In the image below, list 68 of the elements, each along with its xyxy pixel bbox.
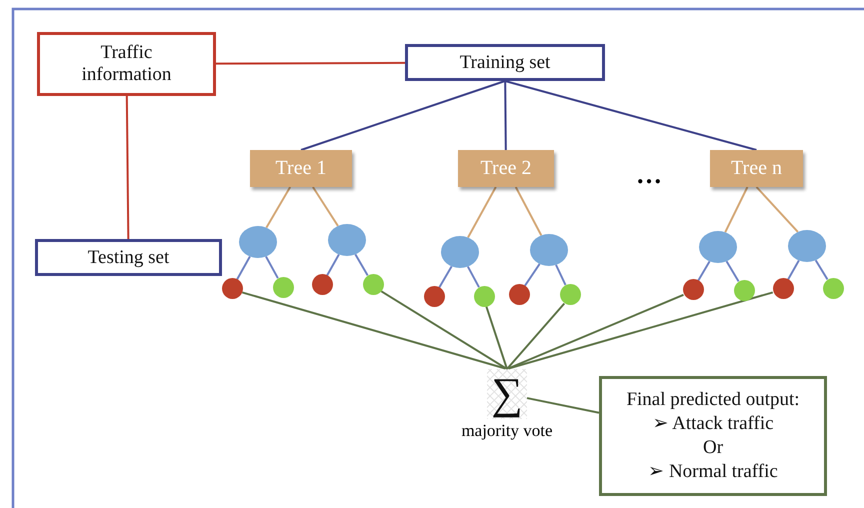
split-node [328,224,366,256]
node-text: Traffic information [80,42,172,86]
leaf-node [272,277,294,298]
connector-line [466,266,480,288]
node-text: Tree 1 [276,157,326,180]
node-text: Final predicted output: [626,389,800,412]
connector-line [698,260,710,281]
connector-line [814,260,828,280]
leaf-node [474,286,494,307]
leaf-node [222,278,242,299]
connector-line [555,264,566,286]
connector-line [726,260,740,282]
connector-line [506,291,774,370]
connector-line [506,294,684,370]
connector-line [514,186,542,236]
leaf-node [682,279,704,300]
connector-line [506,302,566,370]
connector-line [485,306,508,370]
connector-line [265,256,279,279]
node-text: Training set [460,52,550,74]
connector-line [524,263,540,286]
text-box [37,32,216,96]
leaf-node [312,274,332,295]
connector-line [236,256,251,280]
connector-line [504,80,507,150]
connector-line [242,291,508,370]
leaf-node [508,284,530,305]
connector-line [467,186,497,238]
split-node [238,226,278,258]
connector-line [266,186,292,228]
node-text: Tree 2 [480,157,532,180]
leaf-node [560,284,580,305]
leaf-node [772,278,794,299]
connector-line [526,397,600,414]
leaf-node [822,278,844,299]
connector-line [787,260,800,280]
leaf-node [362,274,384,295]
node-text: ➢ Attack traffic [652,413,774,435]
node-text: Tree n [731,157,782,180]
ellipsis-label: … [636,160,662,190]
node-text: Testing set [88,246,170,268]
split-node [530,234,568,266]
connector-line [756,186,799,233]
tree-box [710,150,803,187]
text-box [35,239,222,276]
split-node [440,236,480,268]
split-node [698,231,738,263]
connector-line [438,266,452,288]
connector-line [380,290,508,370]
connector-line [126,96,130,239]
text-box [599,376,827,496]
connector-line [216,62,405,65]
tree-box [250,150,352,187]
tree-box [458,150,554,187]
connector-line [326,254,340,276]
text-box [405,44,605,81]
connector-line [724,186,748,233]
connector-line [504,80,757,151]
leaf-node [424,286,444,307]
sigma-symbol: ∑ [491,372,523,416]
leaf-node [734,280,754,301]
split-node [788,230,826,262]
node-text: Or [702,437,724,459]
connector-line [300,80,506,151]
node-caption: majority vote [460,421,554,441]
connector-line [354,254,368,276]
connector-line [312,186,339,226]
node-text: ➢ Normal traffic [648,460,778,483]
